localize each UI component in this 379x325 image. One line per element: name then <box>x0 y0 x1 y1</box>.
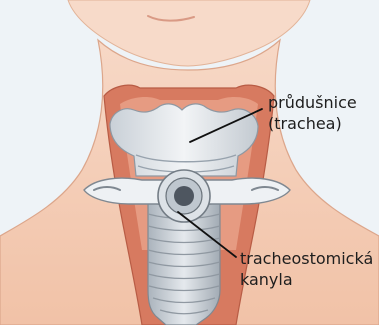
trachea-label-line-2: (trachea) <box>268 113 357 134</box>
cannula-lumen <box>174 186 194 206</box>
cannula-label: tracheostomická kanyla <box>240 248 373 290</box>
trachea-label: průdušnice (trachea) <box>268 92 357 134</box>
cannula-label-line-2: kanyla <box>240 269 373 290</box>
cannula-label-line-1: tracheostomická <box>240 248 373 269</box>
trachea-label-line-1: průdušnice <box>268 92 357 113</box>
